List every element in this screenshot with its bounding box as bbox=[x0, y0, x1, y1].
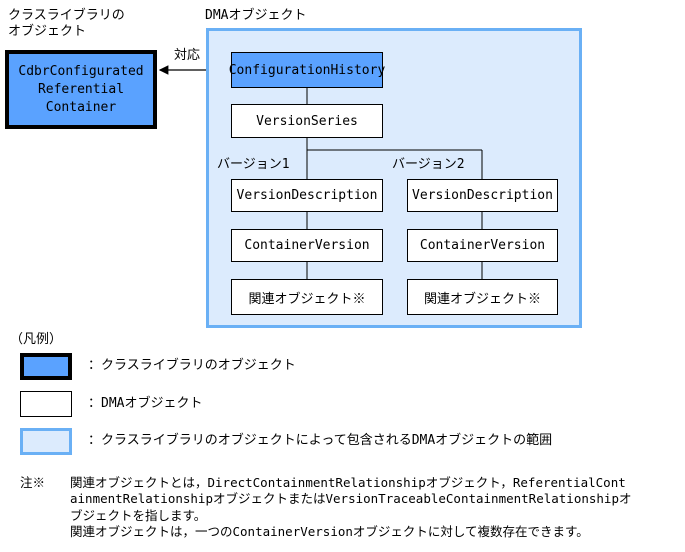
legend-title: （凡例） bbox=[10, 332, 63, 347]
lib-object-cdbr: CdbrConfigurated Referential Container bbox=[5, 50, 157, 129]
legend-swatch-lib bbox=[20, 353, 72, 380]
version2-label: バージョン2 bbox=[392, 157, 465, 172]
version1-label: バージョン1 bbox=[217, 157, 290, 172]
lib-title-line1: クラスライブラリの bbox=[8, 8, 125, 23]
configuration-history-box: ConfigurationHistory bbox=[229, 52, 385, 88]
note-mark: 注※ bbox=[20, 475, 46, 490]
legend-swatch-range bbox=[20, 428, 72, 455]
legend-swatch-dma bbox=[20, 391, 72, 417]
v2-related-object-box: 関連オブジェクト※ bbox=[407, 279, 558, 315]
note-line-4: 関連オブジェクトは，一つのContainerVersionオブジェクトに対して複… bbox=[70, 524, 589, 539]
v1-container-version-box: ContainerVersion bbox=[231, 229, 383, 262]
note-line-1: 関連オブジェクトとは，DirectContainmentRelationship… bbox=[70, 475, 626, 490]
note-line-2: ainmentRelationshipオブジェクトまたはVersionTrace… bbox=[70, 491, 632, 506]
v1-version-description-box: VersionDescription bbox=[231, 179, 383, 212]
v1-related-object-box: 関連オブジェクト※ bbox=[231, 279, 383, 315]
v2-container-version-box: ContainerVersion bbox=[407, 229, 558, 262]
dma-title: DMAオブジェクト bbox=[205, 8, 307, 23]
legend-item-lib: ：クラスライブラリのオブジェクト bbox=[88, 358, 296, 373]
version-series-box: VersionSeries bbox=[231, 104, 383, 138]
v2-version-description-box: VersionDescription bbox=[407, 179, 558, 212]
legend-item-range: ：クラスライブラリのオブジェクトによって包含されるDMAオブジェクトの範囲 bbox=[88, 433, 553, 448]
dma-range-container bbox=[206, 28, 582, 328]
legend-item-dma: ：DMAオブジェクト bbox=[88, 396, 203, 411]
note-line-3: ブジェクトを指します。 bbox=[70, 508, 207, 523]
relation-label: 対応 bbox=[174, 48, 201, 63]
lib-title-line2: オブジェクト bbox=[8, 24, 87, 39]
